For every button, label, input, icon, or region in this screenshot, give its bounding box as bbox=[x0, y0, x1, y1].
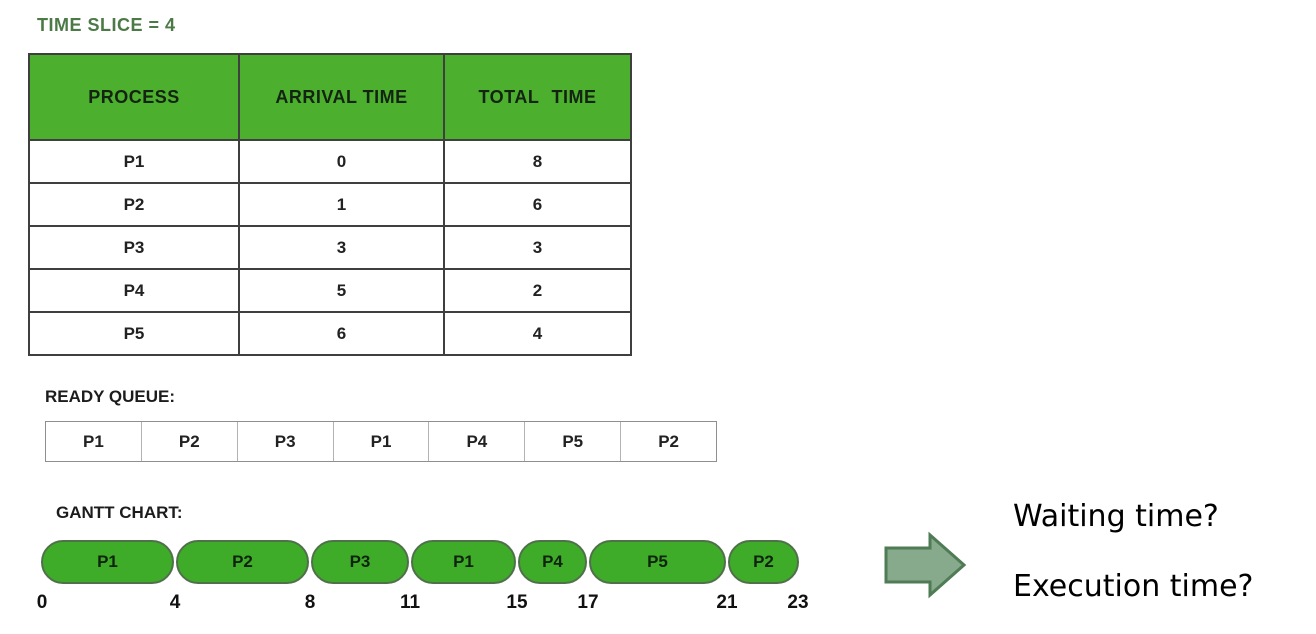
gantt-tick: 21 bbox=[716, 592, 738, 613]
process-cell: P1 bbox=[28, 139, 240, 184]
process-cell: P2 bbox=[28, 182, 240, 227]
queue-cell: P5 bbox=[525, 422, 622, 461]
gantt-tick: 23 bbox=[787, 592, 809, 613]
right-arrow-shape bbox=[884, 531, 967, 599]
col-header-total-time: TOTAL TIME bbox=[443, 53, 632, 141]
gantt-segment: P2 bbox=[728, 540, 799, 584]
ready-queue-label: READY QUEUE: bbox=[45, 387, 176, 406]
gantt-segment: P1 bbox=[41, 540, 174, 584]
right-arrow-icon bbox=[884, 531, 967, 599]
arrival-time-cell: 0 bbox=[238, 139, 445, 184]
queue-cell: P3 bbox=[238, 422, 334, 461]
arrival-time-cell: 3 bbox=[238, 225, 445, 270]
gantt-tick: 8 bbox=[304, 592, 316, 613]
table-row: P2 1 6 bbox=[28, 182, 632, 227]
gantt-segment: P3 bbox=[311, 540, 409, 584]
arrival-time-cell: 5 bbox=[238, 268, 445, 313]
queue-cell: P4 bbox=[429, 422, 526, 461]
ready-queue: P1 P2 P3 P1 P4 P5 P2 bbox=[45, 421, 717, 462]
table-row: P5 6 4 bbox=[28, 311, 632, 356]
queue-cell: P1 bbox=[334, 422, 430, 461]
total-time-cell: 6 bbox=[443, 182, 632, 227]
page-title: TIME SLICE = 4 bbox=[37, 15, 176, 35]
gantt-tick: 0 bbox=[36, 592, 48, 613]
total-time-cell: 4 bbox=[443, 311, 632, 356]
gantt-segment: P1 bbox=[411, 540, 516, 584]
table-row: P1 0 8 bbox=[28, 139, 632, 184]
col-header-arrival-time: ARRIVAL TIME bbox=[238, 53, 445, 141]
question-execution-time: Execution time? bbox=[1013, 569, 1254, 604]
gantt-tick: 15 bbox=[506, 592, 528, 613]
process-table: PROCESS ARRIVAL TIME TOTAL TIME P1 0 8 P… bbox=[28, 53, 632, 356]
gantt-chart: P1 P2 P3 P1 P4 P5 P2 bbox=[40, 540, 810, 584]
table-row: P3 3 3 bbox=[28, 225, 632, 270]
gantt-segment: P5 bbox=[589, 540, 726, 584]
gantt-segment: P2 bbox=[176, 540, 309, 584]
queue-cell: P2 bbox=[142, 422, 238, 461]
table-row: P4 5 2 bbox=[28, 268, 632, 313]
total-time-cell: 8 bbox=[443, 139, 632, 184]
process-cell: P4 bbox=[28, 268, 240, 313]
total-time-cell: 3 bbox=[443, 225, 632, 270]
gantt-axis: 0 4 8 11 15 17 21 23 bbox=[36, 592, 810, 616]
col-header-process: PROCESS bbox=[28, 53, 240, 141]
arrival-time-cell: 6 bbox=[238, 311, 445, 356]
gantt-chart-label: GANTT CHART: bbox=[56, 503, 183, 522]
process-cell: P5 bbox=[28, 311, 240, 356]
gantt-tick: 11 bbox=[399, 592, 421, 613]
total-time-cell: 2 bbox=[443, 268, 632, 313]
arrival-time-cell: 1 bbox=[238, 182, 445, 227]
queue-cell: P1 bbox=[46, 422, 142, 461]
gantt-tick: 4 bbox=[169, 592, 181, 613]
queue-cell: P2 bbox=[658, 431, 679, 451]
gantt-segment: P4 bbox=[518, 540, 587, 584]
table-header-row: PROCESS ARRIVAL TIME TOTAL TIME bbox=[28, 53, 632, 141]
gantt-tick: 17 bbox=[577, 592, 599, 613]
process-cell: P3 bbox=[28, 225, 240, 270]
question-waiting-time: Waiting time? bbox=[1013, 499, 1219, 534]
